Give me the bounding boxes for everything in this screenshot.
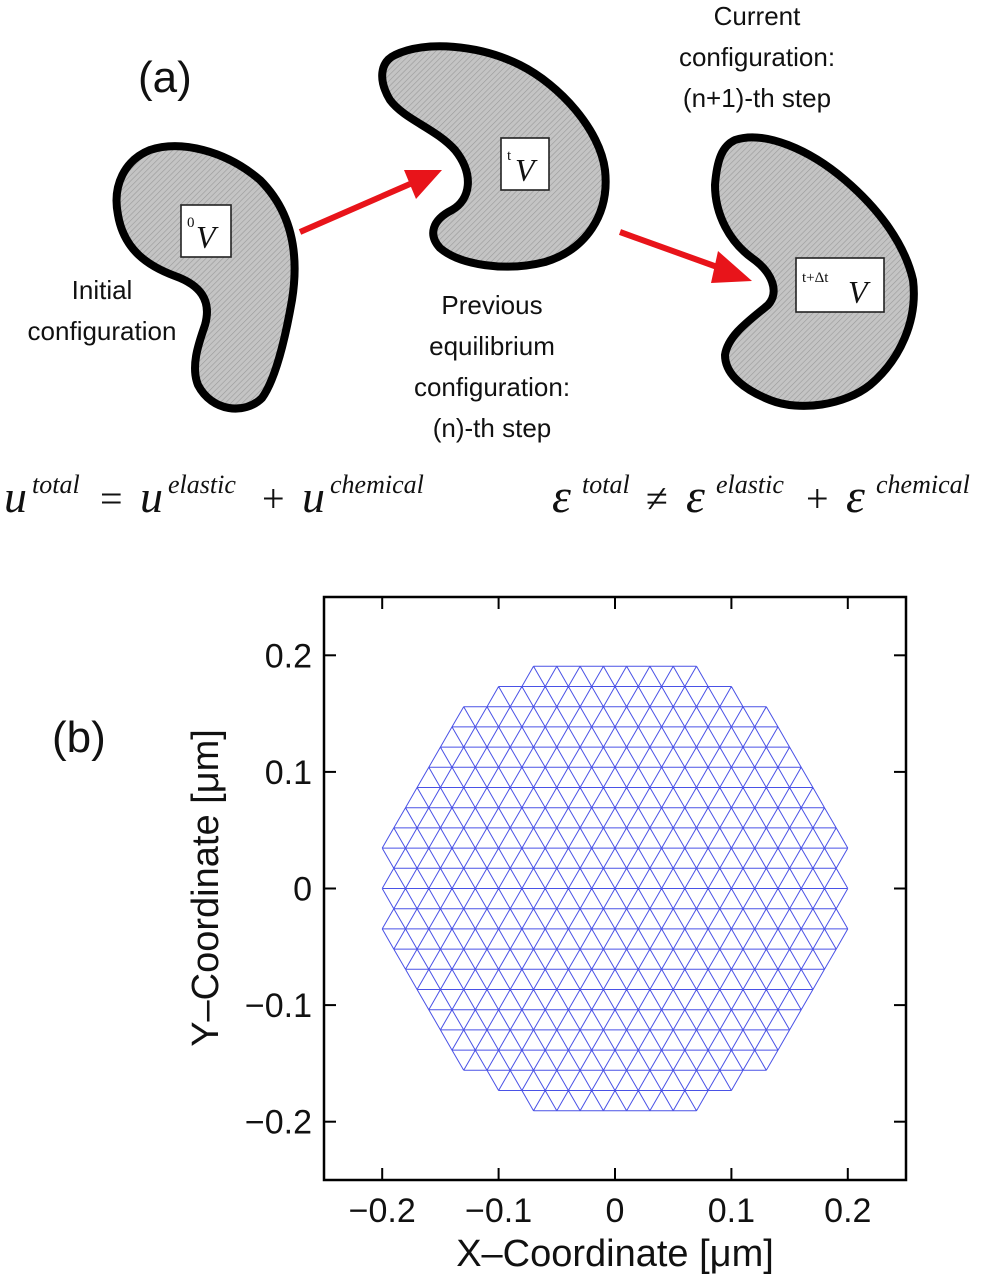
previous-configuration: t V Previous equilibrium configuration: … <box>378 42 610 443</box>
x-tick-label: −0.1 <box>465 1192 532 1230</box>
eq-eps-not-equal: ≠ <box>646 476 668 521</box>
eq-u-elastic-superscript: elastic <box>168 470 236 499</box>
initial-caption-line-1: Initial <box>72 275 133 305</box>
previous-caption-line-1: Previous <box>441 290 542 320</box>
eq-u-chemical-superscript: chemical <box>330 470 424 499</box>
eq-u-plus: + <box>262 476 285 521</box>
y-tick-label: 0 <box>293 871 312 909</box>
mesh-edges <box>381 665 849 1112</box>
initial-caption-line-2: configuration <box>28 316 177 346</box>
eq-eps-plus: + <box>806 476 829 521</box>
y-tick-label: 0.1 <box>265 754 312 792</box>
y-tick-label: −0.1 <box>245 987 312 1025</box>
panel-a-label: (a) <box>138 53 192 102</box>
eq-eps-elastic-superscript: elastic <box>716 470 784 499</box>
initial-shape <box>112 142 299 413</box>
eq-eps-total-symbol: ε <box>552 470 571 523</box>
current-caption-line-1: Current <box>714 1 801 31</box>
eq-eps-chemical-superscript: chemical <box>876 470 970 499</box>
y-tick-label: 0.2 <box>265 637 312 675</box>
eq-eps-total-superscript: total <box>582 470 630 499</box>
arrow-previous-to-current <box>618 229 752 283</box>
previous-volume-symbol: V <box>515 152 538 188</box>
strain-equation: ε total ≠ ε elastic + ε chemical <box>552 470 970 523</box>
axis-ticks <box>324 597 906 1180</box>
previous-volume-box <box>500 137 550 191</box>
arrow-initial-to-previous <box>298 170 442 235</box>
previous-volume-superscript: t <box>507 148 512 164</box>
y-tick-label: −0.2 <box>245 1104 312 1142</box>
triangular-mesh <box>381 665 849 1112</box>
previous-caption-line-2: equilibrium <box>429 331 555 361</box>
x-tick-label: 0.1 <box>708 1192 755 1230</box>
current-volume-box <box>795 257 885 313</box>
initial-volume-box <box>180 204 232 258</box>
eq-eps-elastic-symbol: ε <box>686 470 705 523</box>
initial-configuration: 0 V Initial configuration <box>28 142 299 413</box>
panel-a: (a) 0 V Initial configuration t V Previo… <box>4 1 970 523</box>
current-configuration: t+Δt V Current configuration: (n+1)-th s… <box>679 1 918 410</box>
eq-eps-chemical-symbol: ε <box>846 470 865 523</box>
eq-u-equals: = <box>100 476 123 521</box>
panel-b-label: (b) <box>52 713 106 762</box>
eq-u-total-symbol: u <box>4 471 27 522</box>
eq-u-total-superscript: total <box>32 470 80 499</box>
axis-tick-labels: −0.2 −0.1 0 0.1 0.2 −0.2 −0.1 0 0.1 0.2 <box>245 637 872 1230</box>
displacement-equation: u total = u elastic + u chemical <box>4 470 424 522</box>
y-axis-label: Y–Coordinate [μm] <box>185 729 227 1047</box>
current-volume-symbol: V <box>848 274 871 310</box>
eq-u-chemical-symbol: u <box>302 471 325 522</box>
current-caption-line-3: (n+1)-th step <box>683 83 831 113</box>
current-caption-line-2: configuration: <box>679 42 835 72</box>
initial-volume-symbol: V <box>196 219 219 255</box>
x-tick-label: 0 <box>606 1192 625 1230</box>
x-tick-label: 0.2 <box>824 1192 871 1230</box>
previous-caption-line-3: configuration: <box>414 372 570 402</box>
eq-u-elastic-symbol: u <box>140 471 163 522</box>
previous-shape <box>378 42 610 271</box>
initial-volume-superscript: 0 <box>187 215 195 231</box>
x-tick-label: −0.2 <box>349 1192 416 1230</box>
current-volume-superscript: t+Δt <box>802 270 829 286</box>
previous-caption-line-4: (n)-th step <box>433 413 552 443</box>
x-axis-label: X–Coordinate [μm] <box>456 1233 774 1275</box>
panel-b: (b) −0.2 −0.1 0 0.1 0.2 −0.2 −0.1 0 0.1 0.2 X–Coo… <box>52 595 908 1275</box>
